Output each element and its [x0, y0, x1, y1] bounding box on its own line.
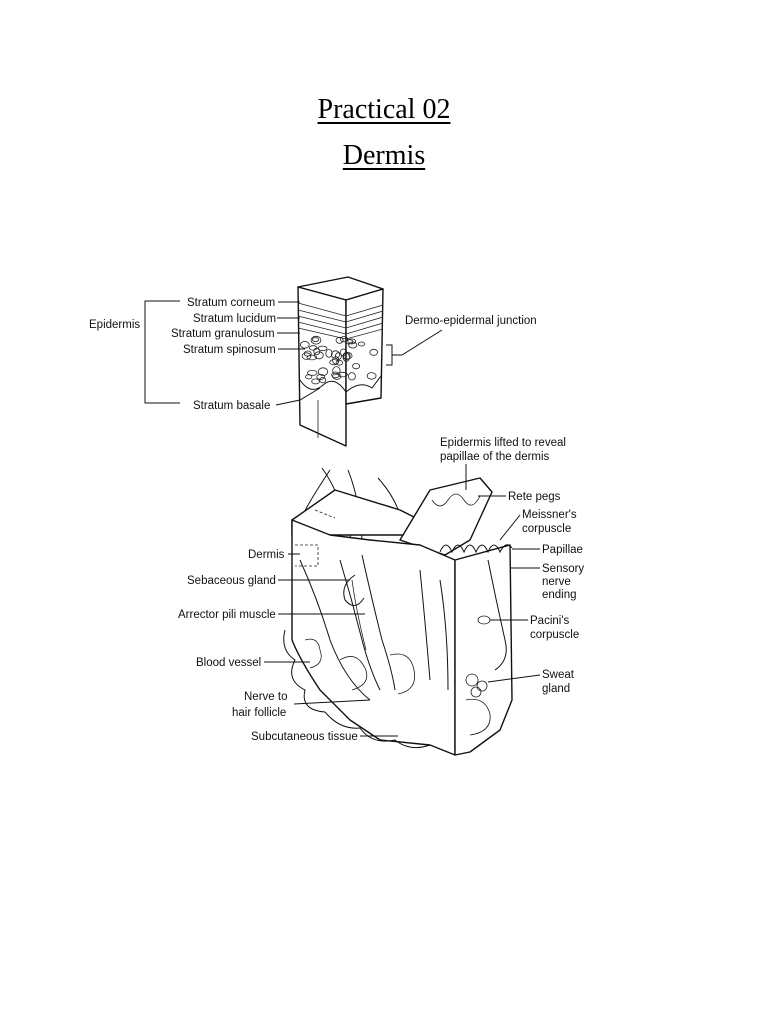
cell — [369, 348, 379, 356]
label-nerve-1: Nerve to — [244, 691, 287, 703]
cell — [339, 335, 348, 343]
cell — [347, 372, 356, 381]
label-epidermis: Epidermis — [89, 319, 140, 331]
label-blood-vessel: Blood vessel — [196, 657, 261, 669]
cell — [310, 335, 322, 345]
cell — [331, 371, 340, 379]
label-sensory-2: nerve — [542, 576, 571, 588]
cell — [306, 354, 318, 361]
cell — [314, 351, 324, 360]
cell — [357, 341, 366, 347]
label-stratum-spinosum: Stratum spinosum — [183, 344, 276, 356]
label-rete-pegs: Rete pegs — [508, 491, 561, 503]
cell — [329, 359, 339, 366]
label-sweat-2: gland — [542, 683, 570, 695]
label-epidermis-lifted-1: Epidermis lifted to reveal — [440, 437, 566, 449]
label-pacini-2: corpuscle — [530, 629, 579, 641]
label-stratum-lucidum: Stratum lucidum — [193, 313, 276, 325]
cell — [313, 347, 321, 355]
label-sebaceous-gland: Sebaceous gland — [187, 575, 276, 587]
label-sensory-1: Sensory — [542, 563, 584, 575]
cell — [332, 373, 342, 380]
cell — [305, 374, 313, 380]
cell — [307, 369, 318, 376]
cell — [366, 372, 377, 380]
cell — [332, 366, 341, 375]
cell — [325, 349, 333, 358]
label-dermo-epidermal-junction: Dermo-epidermal junction — [405, 315, 537, 327]
label-meissner-1: Meissner's — [522, 509, 577, 521]
cell — [299, 340, 310, 349]
cell — [345, 339, 354, 345]
cell — [337, 371, 348, 378]
cell — [301, 352, 312, 360]
cell — [342, 352, 350, 362]
cell — [335, 336, 344, 344]
label-pacini-1: Pacini's — [530, 615, 570, 627]
cell — [311, 337, 320, 343]
label-nerve-2: hair follicle — [232, 707, 286, 719]
label-subcutaneous: Subcutaneous tissue — [251, 731, 358, 743]
epidermis-block — [297, 276, 384, 447]
label-stratum-granulosum: Stratum granulosum — [171, 328, 275, 340]
label-stratum-basale: Stratum basale — [193, 400, 270, 412]
cell — [317, 367, 329, 377]
cell — [334, 352, 342, 361]
page-title: Practical 02 — [317, 94, 451, 125]
cell — [303, 350, 312, 357]
label-sensory-3: ending — [542, 589, 577, 601]
cell — [316, 373, 326, 380]
label-dermis: Dermis — [248, 549, 285, 561]
cell — [330, 350, 340, 359]
skin-block — [283, 467, 513, 756]
label-arrector-pili: Arrector pili muscle — [178, 609, 276, 621]
cell — [352, 362, 361, 370]
label-sweat-1: Sweat — [542, 669, 575, 681]
epidermis-bracket: Epidermis — [89, 300, 180, 404]
cell — [319, 376, 327, 384]
page-subtitle: Dermis — [342, 140, 426, 171]
label-meissner-2: corpuscle — [522, 523, 571, 535]
label-stratum-corneum: Stratum corneum — [187, 297, 275, 309]
label-epidermis-lifted-2: papillae of the dermis — [440, 451, 550, 463]
label-papillae: Papillae — [542, 544, 583, 556]
